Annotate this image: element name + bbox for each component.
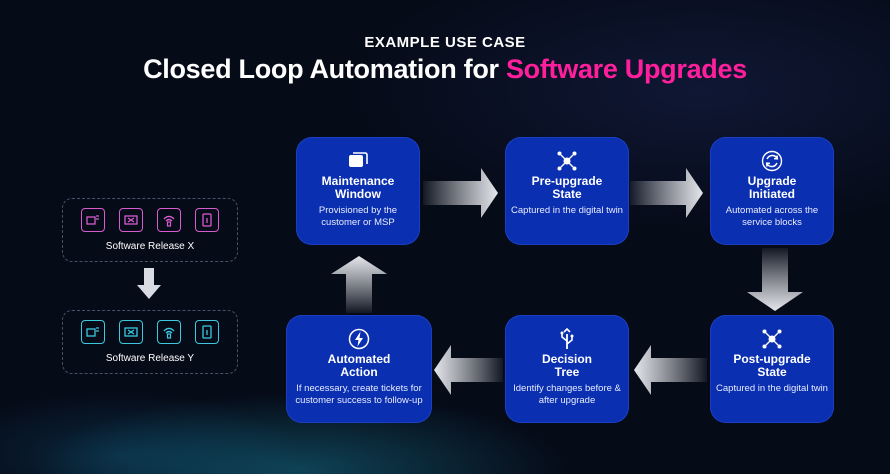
page-title: Closed Loop Automation for Software Upgr… <box>0 54 890 85</box>
arrow-right-2 <box>630 168 703 218</box>
release-x-icons <box>63 208 237 232</box>
cross-connect-icon <box>119 320 143 344</box>
wireless-icon <box>157 320 181 344</box>
refresh-icon <box>761 150 783 172</box>
arrow-down-1 <box>747 248 803 311</box>
arrow-right-1 <box>423 168 498 218</box>
release-x-box: Software Release X <box>62 198 238 262</box>
wireless-icon <box>157 208 181 232</box>
device-icon <box>195 208 219 232</box>
title-highlight: Software Upgrades <box>505 54 747 84</box>
cross-connect-icon <box>119 208 143 232</box>
multi-port-icon <box>81 208 105 232</box>
node-description: Captured in the digital twin <box>716 383 828 394</box>
arrow-left-2 <box>434 345 503 395</box>
node-description: Captured in the digital twin <box>511 205 623 216</box>
arrow-left-1 <box>634 345 707 395</box>
lightning-icon <box>348 328 370 350</box>
release-x-label: Software Release X <box>105 241 195 252</box>
release-y-box: Software Release Y <box>62 310 238 374</box>
device-icon <box>195 320 219 344</box>
release-y-label: Software Release Y <box>105 353 195 364</box>
release-y-icons <box>63 320 237 344</box>
node-description: Identify changes before & after upgrade <box>513 383 621 406</box>
arrow-up-1 <box>331 256 387 313</box>
node-graph-icon <box>557 151 577 171</box>
multi-port-icon <box>81 320 105 344</box>
node-description: Automated across the service blocks <box>725 205 819 228</box>
fork-icon <box>560 328 574 349</box>
eyebrow-label: EXAMPLE USE CASE <box>364 34 526 51</box>
window-stack-icon <box>349 152 368 167</box>
node-graph-icon <box>762 329 782 349</box>
node-description: Provisioned by the customer or MSP <box>318 205 398 228</box>
release-down-arrow <box>137 268 161 299</box>
title-main: Closed Loop Automation for <box>143 54 506 84</box>
node-description: If necessary, create tickets for custome… <box>295 383 423 406</box>
